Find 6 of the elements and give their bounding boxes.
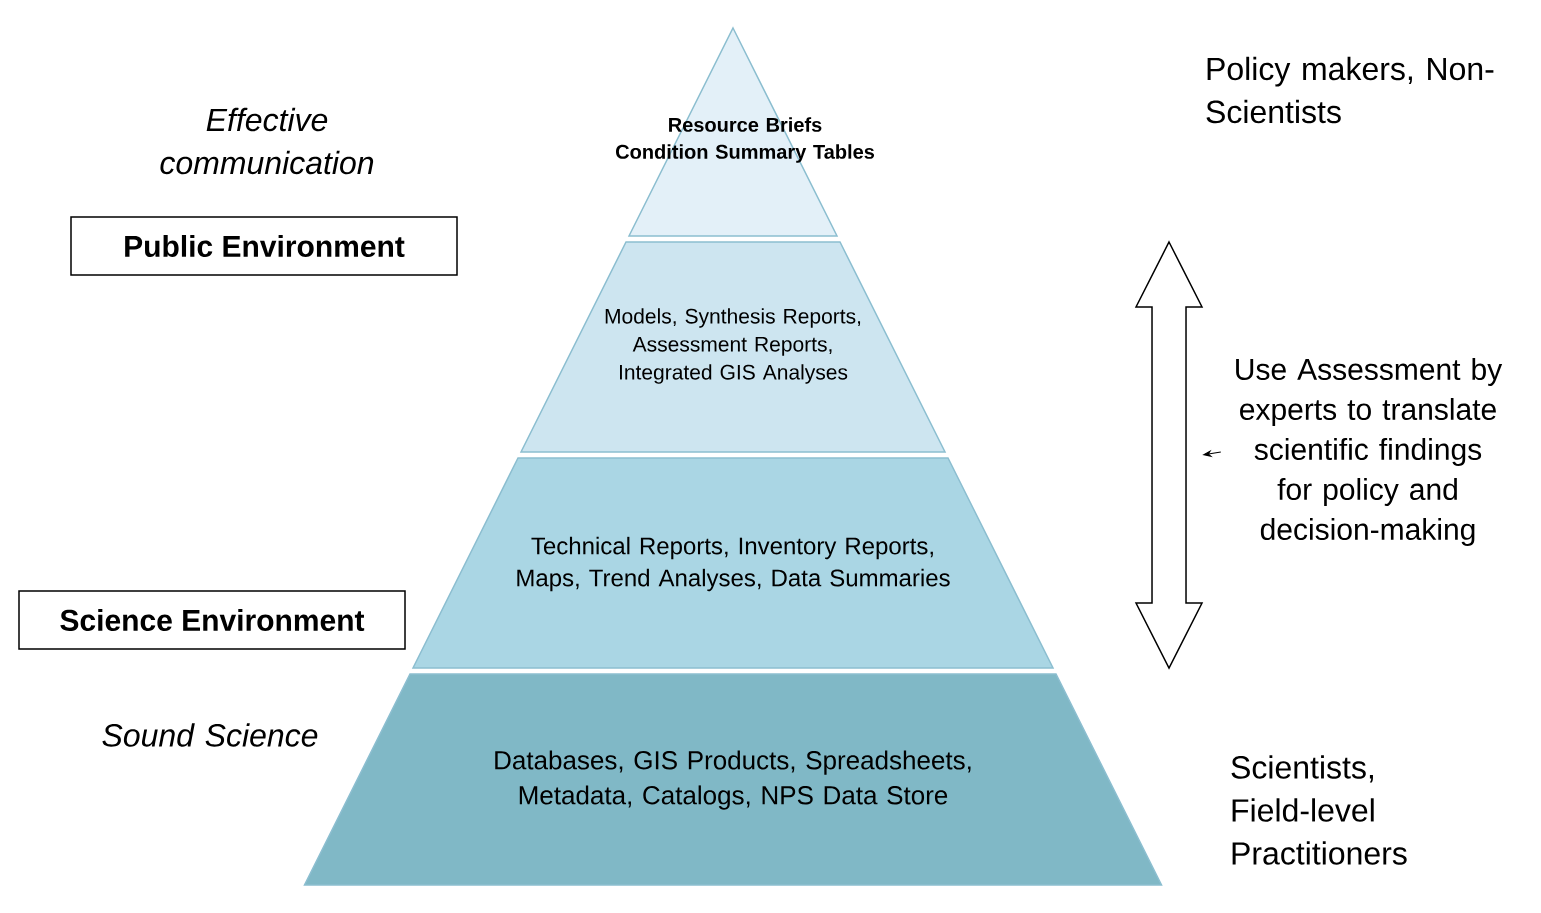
- side-label: Scientists, Field-level Practitioners: [1231, 755, 1407, 865]
- side-label: Policy makers, Non-Scientists: [1206, 56, 1494, 124]
- label-box: Public Environment: [70, 216, 458, 276]
- label-box: Science Environment: [18, 590, 406, 650]
- note-text: Use Assessment by experts to translate scientific findings for policy and decision-making: [1236, 358, 1503, 546]
- side-label: Effective communication: [160, 107, 374, 175]
